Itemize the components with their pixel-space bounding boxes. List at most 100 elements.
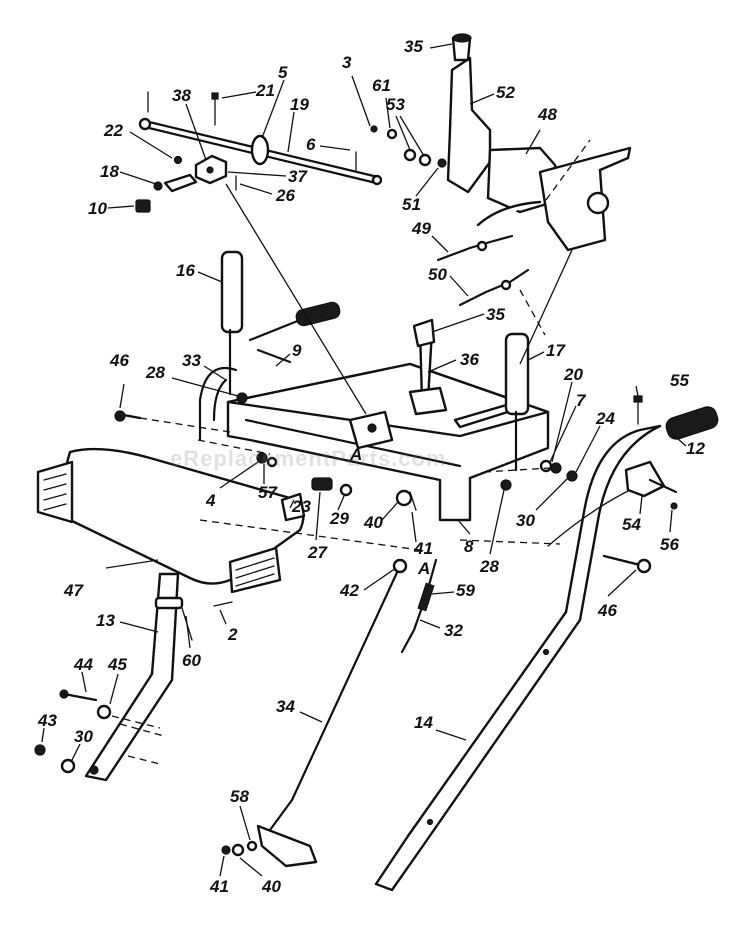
callout-58: 58	[230, 787, 249, 806]
pin-41-upper	[409, 491, 417, 511]
leader-56	[669, 509, 673, 533]
callout-28-right: 28	[480, 557, 499, 576]
callout-40-lower: 40	[262, 877, 281, 896]
shift-rod-assembly	[135, 91, 383, 213]
pin-41-lower	[221, 845, 231, 855]
callout-4: 4	[206, 491, 216, 510]
lever-base	[408, 386, 448, 416]
screw-55-head	[633, 395, 643, 403]
callout-46-left: 46	[110, 351, 129, 370]
washer-29	[339, 483, 353, 497]
leader-52	[469, 93, 495, 105]
reference-mark-a-upper: A	[350, 445, 363, 464]
leader-30a	[535, 477, 569, 511]
leader-43	[41, 727, 45, 743]
leader-51	[415, 167, 439, 197]
callout-37: 37	[288, 167, 307, 186]
callout-29: 29	[330, 509, 349, 528]
callout-6: 6	[306, 135, 316, 154]
callout-30-left: 30	[74, 727, 93, 746]
leader-35a	[429, 43, 453, 49]
leader-40b	[239, 857, 263, 877]
callout-16: 16	[176, 261, 195, 280]
callout-12: 12	[686, 439, 705, 458]
leader-12	[669, 431, 687, 447]
callout-41-upper: 41	[414, 539, 433, 558]
reference-line-b	[519, 249, 573, 365]
shield-end-left	[36, 460, 74, 524]
screw-21-head	[211, 92, 219, 100]
callout-51: 51	[402, 195, 421, 214]
shift-rod-34	[221, 491, 417, 868]
leader-45	[109, 673, 119, 705]
guide-46-left	[139, 417, 231, 433]
callout-24: 24	[596, 409, 615, 428]
leader-30b	[71, 743, 81, 761]
spacer-27	[311, 477, 333, 491]
leader-40a	[381, 501, 399, 521]
guide-48	[519, 289, 546, 336]
handle-loop-inner	[212, 378, 228, 422]
callout-40-upper: 40	[364, 513, 383, 532]
callout-26: 26	[276, 186, 295, 205]
leader-61	[385, 97, 391, 129]
callout-60: 60	[182, 651, 201, 670]
leader-32	[419, 619, 441, 629]
guide-shield-upper	[197, 439, 271, 455]
screw-2	[213, 601, 233, 607]
grip-17	[504, 332, 530, 416]
panel-edge	[244, 418, 462, 468]
leader-28a	[171, 377, 239, 397]
callout-30-right: 30	[516, 511, 535, 530]
callout-61: 61	[372, 76, 391, 95]
leader-49	[431, 235, 449, 253]
grip-12	[665, 406, 719, 440]
leader-3	[351, 75, 371, 127]
spring-10	[135, 199, 151, 213]
disc-5	[250, 134, 270, 166]
callout-34: 34	[276, 697, 295, 716]
callout-7: 7	[576, 391, 586, 410]
callout-38: 38	[172, 86, 191, 105]
right-lower-handle	[374, 395, 719, 892]
watermark: eReplacementParts.com	[170, 446, 447, 471]
washer-40	[395, 489, 413, 507]
leader-13	[119, 621, 159, 633]
leader-54	[639, 495, 643, 515]
bracket-54-lever	[648, 478, 678, 494]
guide-43	[119, 723, 165, 737]
callout-53: 53	[386, 95, 405, 114]
leader-29	[337, 495, 345, 511]
bracket-23	[280, 492, 306, 522]
leader-53a	[395, 115, 411, 151]
handle-hole-right-1	[542, 648, 550, 656]
cable-32	[400, 558, 438, 654]
leader-6	[319, 145, 351, 151]
leader-5	[261, 79, 285, 139]
callout-28-left: 28	[146, 363, 165, 382]
callout-5: 5	[278, 63, 288, 82]
bolt-46-right-head	[636, 558, 652, 574]
leader-48	[525, 129, 541, 155]
bracket-54	[624, 460, 666, 498]
callout-35-lower: 35	[486, 305, 505, 324]
knob-35-cap	[452, 33, 472, 43]
callout-32: 32	[444, 621, 463, 640]
leader-35b	[431, 313, 485, 333]
callout-42: 42	[340, 581, 359, 600]
callout-20: 20	[564, 365, 583, 384]
leader-26	[239, 183, 273, 195]
leader-16	[197, 271, 223, 283]
callout-3: 3	[342, 53, 352, 72]
washer-58	[246, 840, 258, 852]
plate-hole	[586, 191, 610, 215]
guide-shield-lower	[199, 519, 421, 551]
callout-19: 19	[290, 95, 309, 114]
washer-61	[386, 128, 398, 140]
washer-53-b	[418, 153, 432, 167]
callout-45: 45	[108, 655, 127, 674]
cable-bracket	[476, 200, 542, 227]
reference-mark-a-lower: A	[418, 559, 431, 578]
callout-23: 23	[292, 497, 311, 516]
